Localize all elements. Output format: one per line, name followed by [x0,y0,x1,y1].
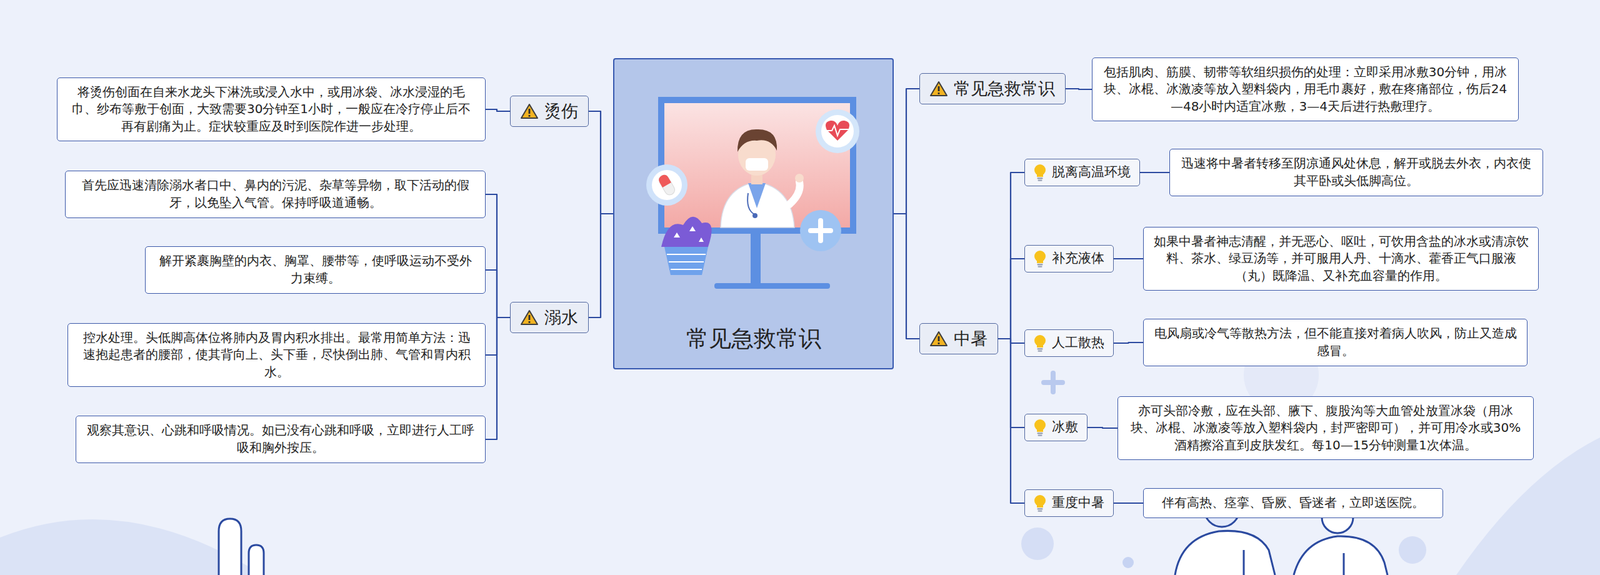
connector [1113,258,1144,260]
detail-box: 包括肌肉、筋膜、韧带等软组织损伤的处理：立即采用冰敷30分钟，用冰块、冰棍、冰激… [1091,57,1519,122]
warning-icon [930,80,948,97]
deco-hill [0,519,263,575]
connector [588,213,614,318]
doctor-illustration [614,59,893,369]
detail-box: 亦可头部冷敷，应在头部、腋下、腹股沟等大血管处放置冰袋（用冰块、冰棍、冰激凌等放… [1117,396,1534,461]
connector [588,111,614,214]
detail-box: 如果中暑者神志清醒，并无恶心、呕吐，可饮用含盐的冰水或清凉饮料、茶水、绿豆汤等，… [1143,226,1539,292]
connector [893,213,920,339]
node-text: 中暑 [953,328,988,349]
branch-topic: 常见急救常识 [919,73,1066,105]
node-text: 常见急救常识 [953,78,1055,99]
node-text: 重度中暑 [1051,494,1105,512]
bulb-icon [1033,418,1047,437]
detail-box: 迅速将中暑者转移至阴凉通风处休息，解开或脱去外衣，内衣使其平卧或头低脚高位。 [1169,148,1544,196]
branch-topic: 溺水 [510,301,589,334]
central-topic: 常见急救常识 [613,58,894,370]
node-text: 如果中暑者神志清醒，并无恶心、呕吐，可饮用含盐的冰水或清凉饮料、茶水、绿豆汤等，… [1152,233,1530,285]
branch-topic: 烫伤 [510,95,589,127]
deco-plus [1043,373,1063,392]
subtopic-box: 补充液体 [1024,245,1114,273]
node-text: 补充液体 [1051,250,1105,267]
node-text: 脱离高温环境 [1051,163,1131,181]
subtopic-box: 冰敷 [1024,413,1088,442]
node-text: 控水处理。头低脚高体位将肺内及胃内积水排出。最常用简单方法：迅速抱起患者的腰部，… [76,329,477,382]
deco-circle [1398,536,1427,564]
connector [485,317,510,355]
deco-cactus [218,518,264,575]
connector [998,172,1025,339]
warning-icon [930,330,948,347]
connector [1087,427,1118,429]
node-text: 溺水 [544,307,579,328]
connector [485,194,510,318]
bulb-icon [1033,334,1047,352]
connector [893,88,920,214]
connector [485,109,510,112]
detail-box: 将烫伤创面在自来水龙头下淋洗或浸入水中，或用冰袋、冰水浸湿的毛巾、纱布等敷于创面… [56,77,486,142]
branch-topic: 中暑 [919,323,999,355]
connector [998,258,1025,339]
subtopic-box: 脱离高温环境 [1024,158,1140,187]
node-text: 首先应迅速清除溺水者口中、鼻内的污泥、杂草等异物，取下活动的假牙，以免坠入气管。… [74,176,477,212]
node-text: 解开紧裹胸壁的内衣、胸罩、腰带等，使呼吸运动不受外力束缚。 [154,252,477,287]
node-text: 烫伤 [544,101,579,122]
warning-icon [520,309,539,326]
detail-box: 控水处理。头低脚高体位将肺内及胃内积水排出。最常用简单方法：迅速抱起患者的腰部，… [67,323,486,388]
connector [1065,88,1092,90]
node-text: 冰敷 [1051,418,1079,436]
connector [998,338,1025,504]
deco-circle [1122,556,1134,569]
node-text: 亦可头部冷敷，应在头部、腋下、腹股沟等大血管处放置冰袋（用冰块、冰棍、冰激凌等放… [1126,402,1525,455]
warning-icon [520,103,539,120]
central-title: 常见急救常识 [686,323,822,355]
subtopic-box: 人工散热 [1024,329,1114,357]
node-text: 人工散热 [1051,334,1105,352]
bulb-icon [1033,494,1047,512]
deco-circle [1021,527,1054,560]
detail-box: 观察其意识、心跳和呼吸情况。如已没有心跳和呼吸，立即进行人工呼吸和胸外按压。 [75,415,486,463]
node-text: 观察其意识、心跳和呼吸情况。如已没有心跳和呼吸，立即进行人工呼吸和胸外按压。 [85,421,477,457]
connector [1140,171,1170,174]
detail-box: 首先应迅速清除溺水者口中、鼻内的污泥、杂草等异物，取下活动的假牙，以免坠入气管。… [65,170,486,218]
connector [485,270,510,318]
bulb-icon [1033,250,1047,268]
connector [1113,342,1144,344]
detail-box: 电风扇或冷气等散热方法，但不能直接对着病人吹风，防止又造成感冒。 [1143,318,1528,366]
node-text: 包括肌肉、筋膜、韧带等软组织损伤的处理：立即采用冰敷30分钟，用冰块、冰棍、冰激… [1101,63,1510,116]
detail-box: 解开紧裹胸壁的内衣、胸罩、腰带等，使呼吸运动不受外力束缚。 [145,246,486,294]
node-text: 伴有高热、痉挛、昏厥、昏迷者，立即送医院。 [1152,494,1434,512]
node-text: 电风扇或冷气等散热方法，但不能直接对着病人吹风，防止又造成感冒。 [1152,325,1519,360]
connector [1113,502,1144,504]
node-text: 迅速将中暑者转移至阴凉通风处休息，解开或脱去外衣，内衣使其平卧或头低脚高位。 [1178,155,1534,190]
bulb-icon [1033,163,1047,182]
node-text: 将烫伤创面在自来水龙头下淋洗或浸入水中，或用冰袋、冰水浸湿的毛巾、纱布等敷于创面… [66,83,477,136]
detail-box: 伴有高热、痉挛、昏厥、昏迷者，立即送医院。 [1143,488,1444,519]
connector [485,317,510,440]
subtopic-box: 重度中暑 [1024,489,1114,517]
